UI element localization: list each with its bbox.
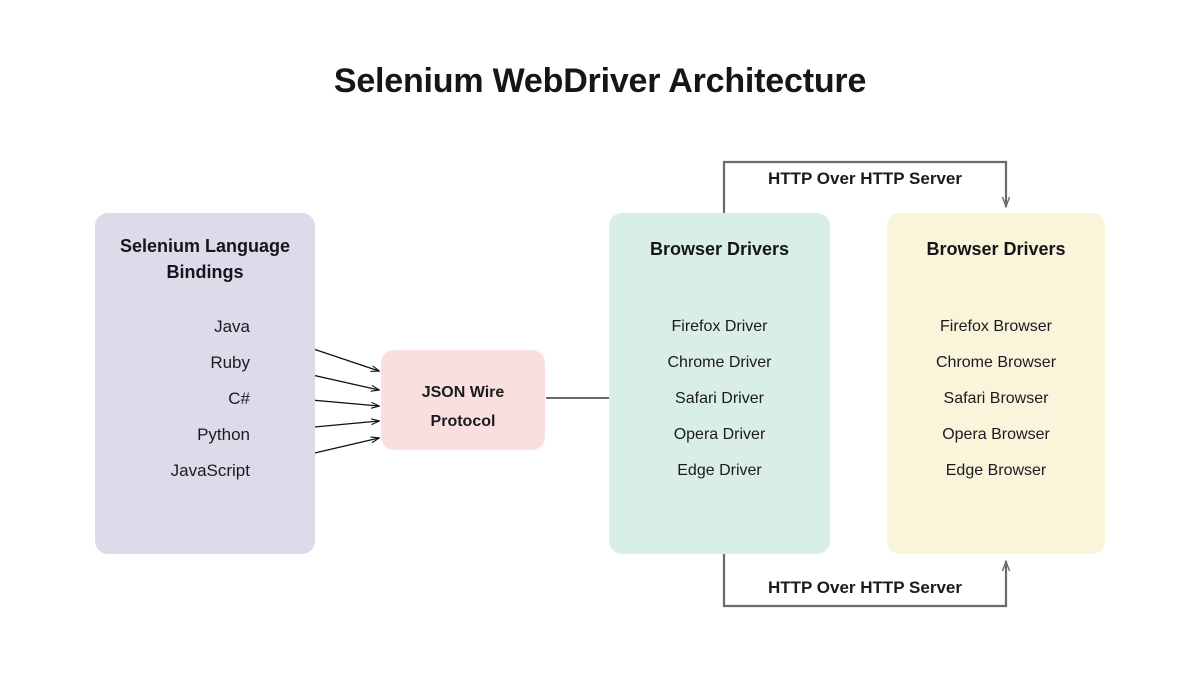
browser-item-chrome[interactable]: Chrome Browser — [935, 354, 1057, 371]
driver-item-opera[interactable]: Opera Driver — [673, 426, 766, 443]
browser-item-safari[interactable]: Safari Browser — [943, 390, 1049, 407]
driver-item-firefox[interactable]: Firefox Driver — [671, 318, 768, 335]
top-http-connector — [722, 160, 1006, 215]
binding-item-csharp[interactable]: C# — [228, 389, 250, 408]
drivers-title: Browser Drivers — [649, 239, 790, 259]
binding-item-python[interactable]: Python — [197, 425, 250, 444]
binding-item-javascript[interactable]: JavaScript — [170, 461, 250, 480]
protocol-label-line1: JSON Wire — [421, 384, 505, 401]
bindings-language-list: Java Ruby C# Python JavaScript — [95, 309, 250, 489]
top-connector-label: HTTP Over HTTP Server — [767, 169, 962, 188]
bindings-title-line2: Bindings — [166, 262, 244, 282]
browser-item-firefox[interactable]: Firefox Browser — [939, 318, 1053, 335]
json-wire-protocol-box: JSON Wire Protocol — [381, 350, 545, 450]
browser-item-opera[interactable]: Opera Browser — [942, 426, 1050, 443]
browsers-title: Browser Drivers — [926, 239, 1066, 259]
drivers-list: Firefox Driver Chrome Driver Safari Driv… — [609, 309, 830, 489]
browsers-list: Firefox Browser Chrome Browser Safari Br… — [887, 309, 1105, 489]
selenium-language-bindings-box: Selenium Language Bindings Java Ruby C# … — [95, 213, 315, 554]
binding-item-java[interactable]: Java — [214, 317, 250, 336]
bindings-title-line1: Selenium Language — [119, 236, 291, 256]
driver-item-edge[interactable]: Edge Driver — [677, 462, 762, 479]
browser-item-edge[interactable]: Edge Browser — [945, 462, 1047, 479]
driver-item-chrome[interactable]: Chrome Driver — [667, 354, 772, 371]
page-title: Selenium WebDriver Architecture — [333, 62, 867, 100]
bottom-http-connector — [722, 553, 1006, 608]
browsers-box: Browser Drivers Firefox Browser Chrome B… — [887, 213, 1105, 554]
protocol-label-line2: Protocol — [430, 413, 496, 430]
binding-item-ruby[interactable]: Ruby — [210, 353, 250, 372]
driver-item-safari[interactable]: Safari Driver — [675, 390, 764, 407]
bottom-connector-label: HTTP Over HTTP Server — [767, 578, 962, 597]
browser-drivers-box: Browser Drivers Firefox Driver Chrome Dr… — [609, 213, 830, 554]
